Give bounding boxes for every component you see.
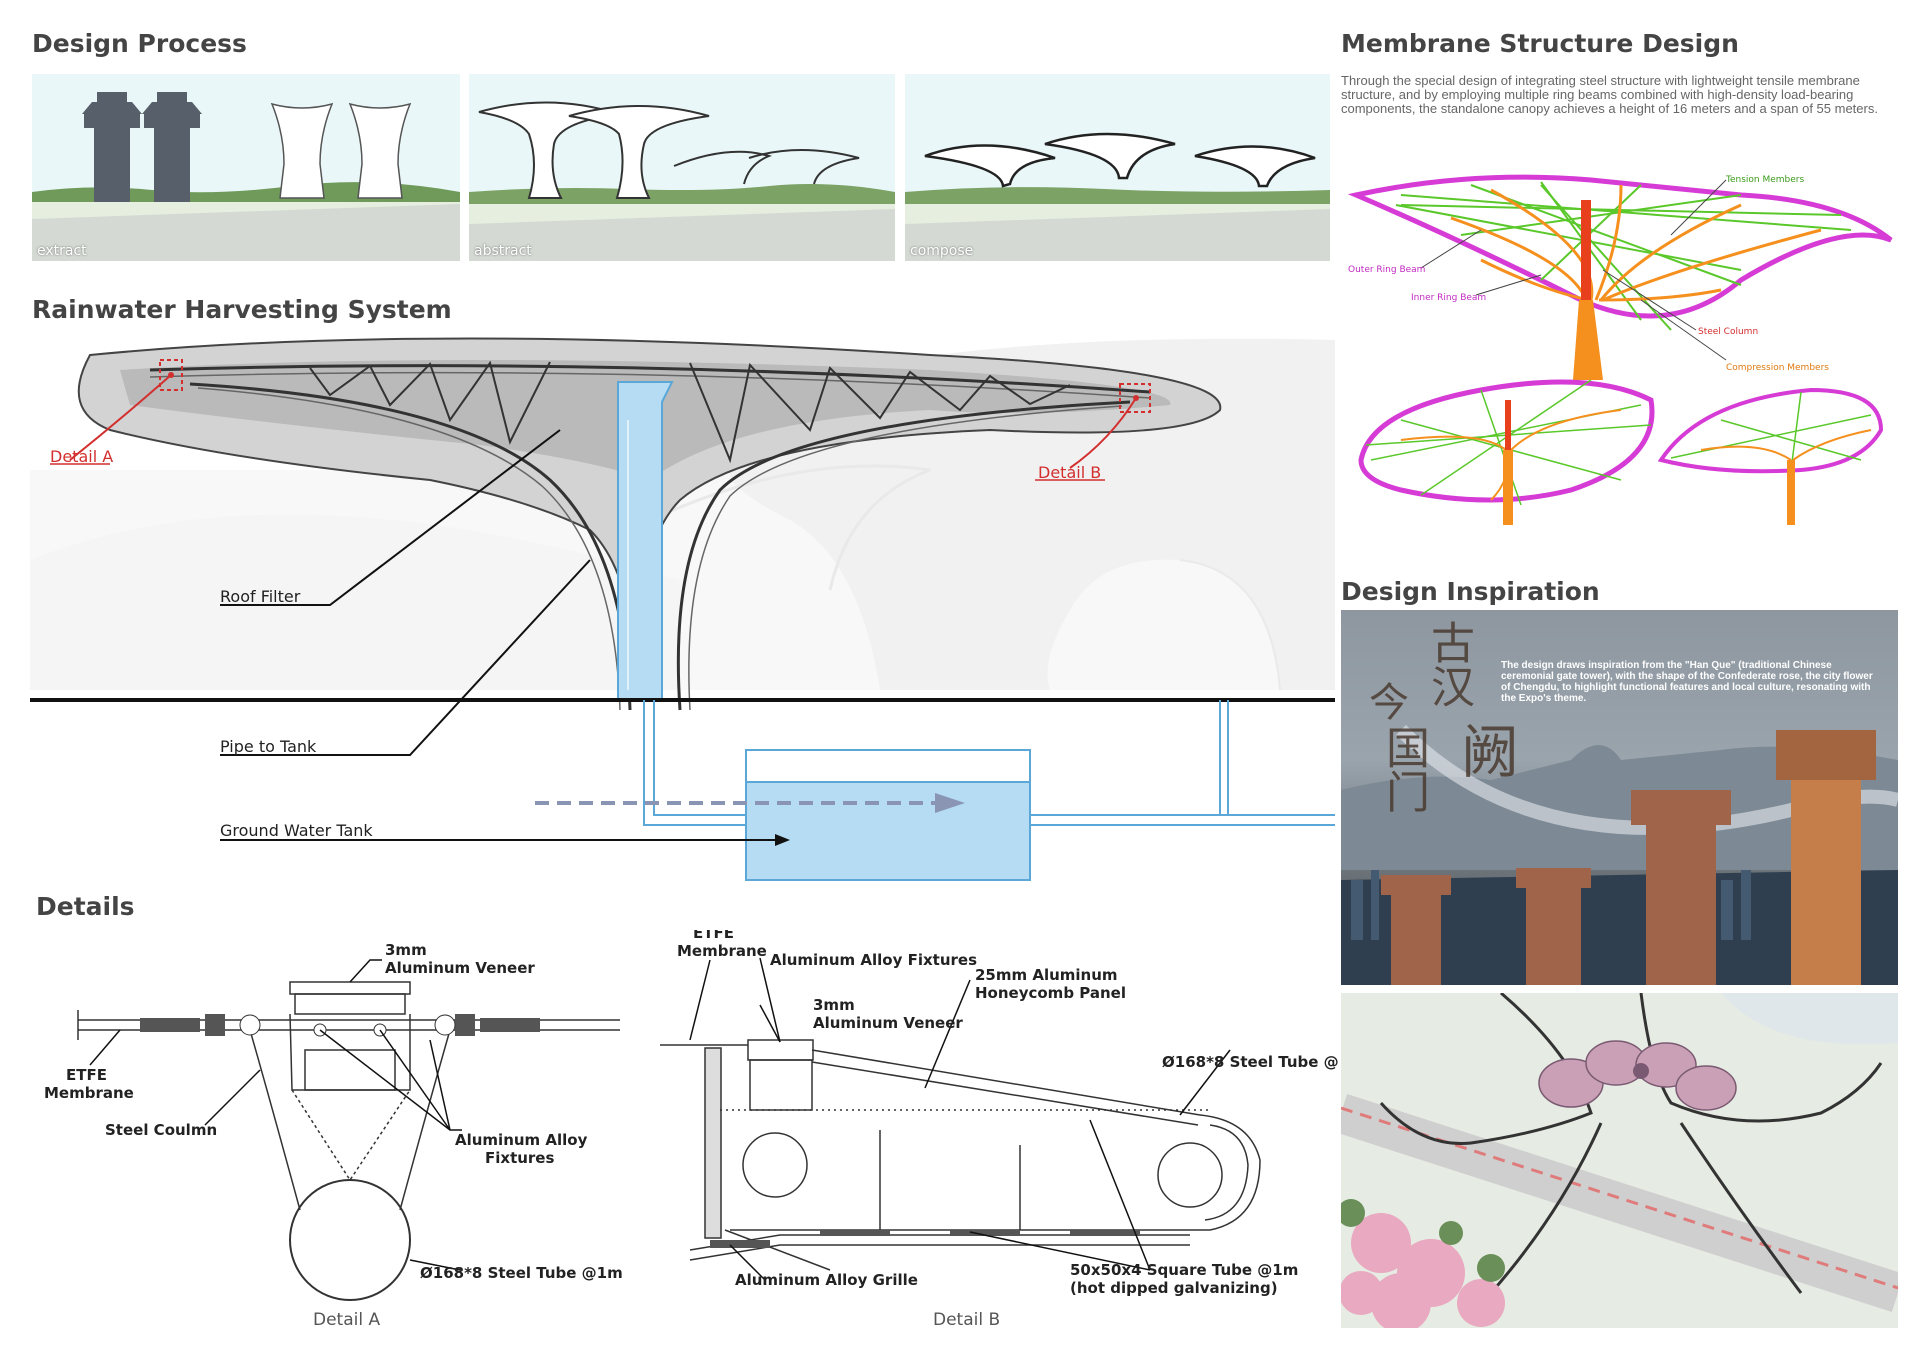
detail-b-square-1: 50x50x4 Square Tube @1m bbox=[1070, 1261, 1298, 1279]
detail-a-label: Detail A bbox=[50, 447, 113, 466]
calligraphy-2: 阙 bbox=[1461, 718, 1520, 786]
detail-a-veneer-2: Aluminum Veneer bbox=[385, 959, 535, 977]
calligraphy-3: 今 bbox=[1369, 680, 1409, 726]
design-process-panel-extract: extract bbox=[32, 74, 460, 261]
design-process-title: Design Process bbox=[32, 29, 247, 58]
panel-label-abstract: abstract bbox=[474, 243, 532, 259]
detail-b-grille: Aluminum Alloy Grille bbox=[735, 1271, 918, 1289]
detail-a-tube: Ø168*8 Steel Tube @1m bbox=[420, 1264, 623, 1282]
detail-a-fixtures-2: Fixtures bbox=[485, 1149, 554, 1167]
membrane-small-canopy-left bbox=[1358, 379, 1655, 525]
detail-a-etfe-2: Membrane bbox=[44, 1084, 134, 1102]
detail-b-tube: Ø168*8 Steel Tube @1m bbox=[1162, 1053, 1340, 1071]
compose-sketch bbox=[905, 74, 1330, 261]
outer-ring-beam-label: Outer Ring Beam bbox=[1348, 265, 1425, 275]
steel-column-label: Steel Column bbox=[1698, 327, 1758, 337]
detail-b-veneer-2: Aluminum Veneer bbox=[813, 1014, 963, 1032]
panel-label-extract: extract bbox=[37, 243, 87, 259]
detail-b-etfe-2: Membrane bbox=[677, 942, 767, 960]
extract-sketch bbox=[32, 74, 460, 261]
inner-ring-beam-label: Inner Ring Beam bbox=[1411, 293, 1486, 303]
detail-a-drawing: 3mm Aluminum Veneer ETFE Membrane Steel … bbox=[44, 941, 623, 1330]
membrane-diagram: Tension Members Outer Ring Beam Inner Ri… bbox=[1347, 174, 1893, 525]
panel-label-compose: compose bbox=[910, 243, 974, 259]
details-title: Details bbox=[36, 892, 135, 921]
ground-water-tank-label: Ground Water Tank bbox=[220, 821, 373, 840]
design-process-panel-abstract: abstract bbox=[469, 74, 895, 261]
detail-a-veneer-1: 3mm bbox=[385, 941, 427, 959]
detail-b-etfe-1: ETFE bbox=[693, 930, 734, 942]
detail-b-label: Detail B bbox=[1038, 463, 1101, 482]
detail-b-caption: Detail B bbox=[933, 1310, 1000, 1330]
pipe-to-tank-label: Pipe to Tank bbox=[220, 737, 317, 756]
rainwater-title: Rainwater Harvesting System bbox=[32, 295, 452, 324]
detail-b-fixtures: Aluminum Alloy Fixtures bbox=[770, 951, 977, 969]
tension-members-label: Tension Members bbox=[1725, 175, 1804, 185]
inspiration-photo-hanque: The design draws inspiration from the "H… bbox=[1341, 610, 1898, 985]
inspiration-photo-siteplan bbox=[1341, 993, 1898, 1328]
membrane-small-canopy-right bbox=[1657, 387, 1884, 525]
detail-b-veneer-1: 3mm bbox=[813, 996, 855, 1014]
detail-a-marker bbox=[159, 359, 183, 391]
membrane-description: Through the special design of integratin… bbox=[1341, 73, 1878, 116]
membrane-main-canopy bbox=[1347, 174, 1893, 380]
inspiration-text: The design draws inspiration from the "H… bbox=[1501, 660, 1873, 704]
rainwater-diagram: Detail A Detail B Roof Filter Pipe to Ta… bbox=[30, 337, 1335, 881]
detail-b-square-2: (hot dipped galvanizing) bbox=[1070, 1279, 1278, 1297]
compression-members-label: Compression Members bbox=[1726, 363, 1829, 373]
detail-b-honeycomb-1: 25mm Aluminum bbox=[975, 966, 1118, 984]
detail-a-fixtures-1: Aluminum Alloy bbox=[455, 1131, 588, 1149]
detail-a-etfe-1: ETFE bbox=[66, 1066, 107, 1084]
design-process-panel-compose: compose bbox=[905, 74, 1330, 261]
detail-a-column: Steel Coulmn bbox=[105, 1121, 217, 1139]
membrane-title: Membrane Structure Design bbox=[1341, 29, 1739, 58]
roof-filter-label: Roof Filter bbox=[220, 587, 301, 606]
detail-b-drawing: ETFE Membrane Aluminum Alloy Fixtures 3m… bbox=[660, 930, 1340, 1330]
inspiration-title: Design Inspiration bbox=[1341, 577, 1600, 606]
detail-a-caption: Detail A bbox=[313, 1310, 380, 1330]
calligraphy-1: 古汉 bbox=[1423, 620, 1474, 708]
detail-b-honeycomb-2: Honeycomb Panel bbox=[975, 984, 1126, 1002]
ground-water-tank bbox=[745, 749, 1031, 881]
abstract-sketch bbox=[469, 74, 895, 261]
detail-b-marker bbox=[1119, 383, 1151, 413]
calligraphy-4: 国门 bbox=[1378, 725, 1429, 813]
